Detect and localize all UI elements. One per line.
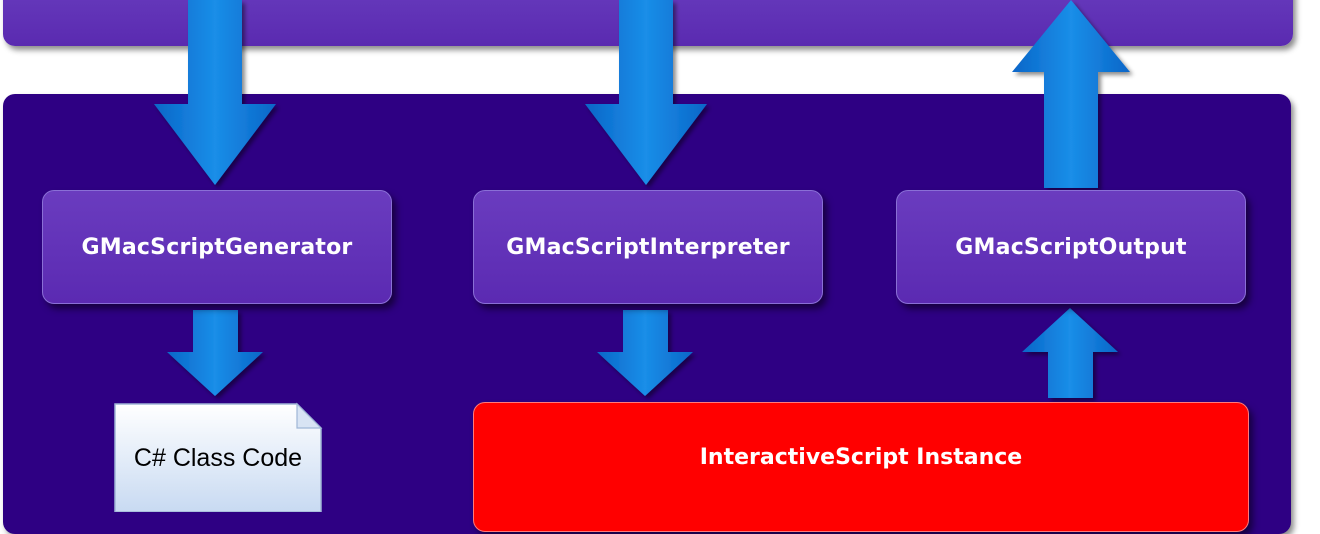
down-arrow-to-interpreter	[585, 0, 707, 185]
output-box: GMacScriptOutput	[896, 190, 1246, 304]
class-code-document-icon: C# Class Code	[113, 402, 323, 513]
interpreter-label: GMacScriptInterpreter	[506, 234, 790, 260]
down-arrow-to-generator	[154, 0, 276, 185]
up-arrow-to-output	[1022, 308, 1118, 398]
interactive-script-instance-box: InteractiveScript Instance	[473, 402, 1249, 532]
down-arrow-to-instance	[597, 310, 693, 396]
generator-box: GMacScriptGenerator	[42, 190, 392, 304]
class-code-label: C# Class Code	[133, 444, 303, 472]
up-arrow-from-output	[1012, 0, 1130, 188]
flow-arrows	[154, 0, 1130, 398]
interpreter-box: GMacScriptInterpreter	[473, 190, 823, 304]
output-label: GMacScriptOutput	[955, 234, 1187, 260]
down-arrow-to-class-code	[167, 310, 263, 396]
instance-label: InteractiveScript Instance	[699, 445, 1023, 470]
document-shape	[114, 402, 323, 513]
generator-label: GMacScriptGenerator	[81, 234, 353, 260]
